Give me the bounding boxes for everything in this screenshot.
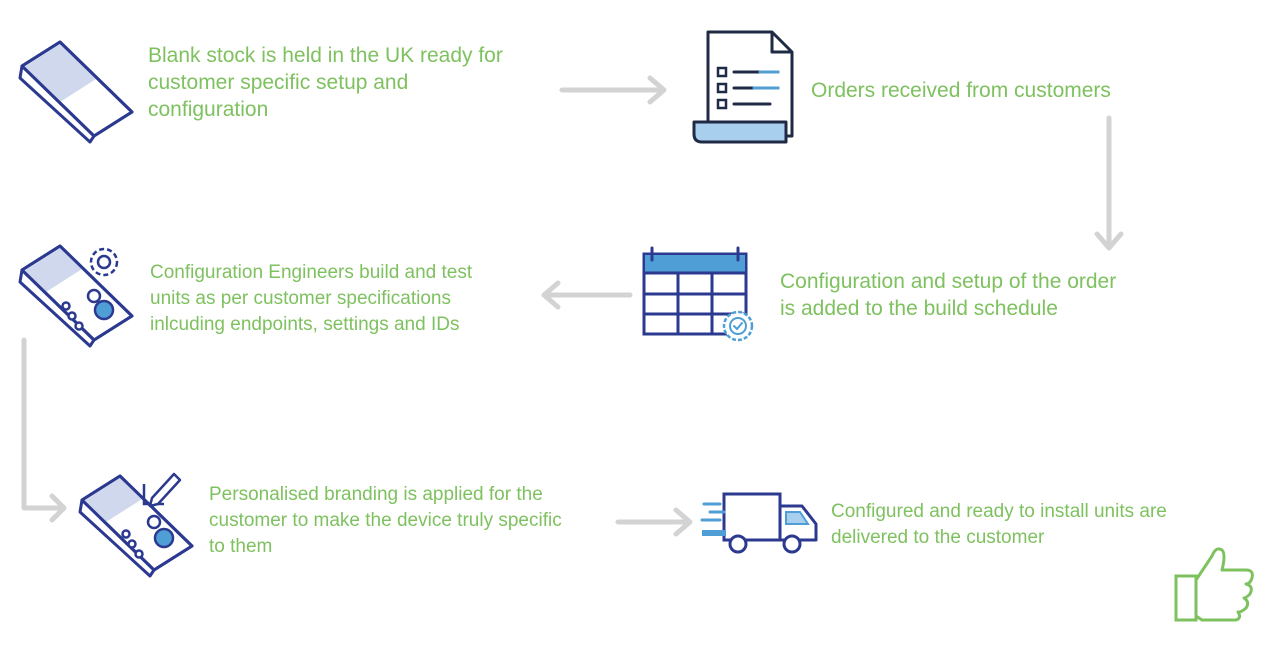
arrow-left — [538, 280, 634, 310]
text-line: to them — [209, 536, 273, 557]
step-engineers-text: Configuration Engineers build and test u… — [150, 260, 472, 338]
text-line: customer to make the device truly specif… — [209, 510, 562, 531]
step-delivered-text: Configured and ready to install units ar… — [831, 499, 1167, 551]
text-line: inlcuding endpoints, settings and IDs — [150, 314, 460, 335]
text-line: Configured and ready to install units ar… — [831, 501, 1167, 522]
config-terminal-gear-icon — [16, 240, 140, 352]
text-line: Personalised branding is applied for the — [209, 484, 543, 505]
text-line: is added to the build schedule — [780, 297, 1058, 320]
order-document-icon — [690, 28, 802, 146]
step-orders-text: Orders received from customers — [811, 77, 1111, 104]
text-line: Configuration Engineers build and test — [150, 262, 473, 283]
text-line: delivered to the customer — [831, 527, 1045, 548]
step-schedule-text: Configuration and setup of the order is … — [780, 268, 1116, 322]
arrow-right — [615, 507, 696, 537]
text-line: customer specific setup and — [148, 71, 409, 94]
step-blank-stock-text: Blank stock is held in the UK ready for … — [148, 42, 503, 123]
arrow-elbow — [14, 337, 70, 524]
text-line: Blank stock is held in the UK ready for — [148, 44, 503, 67]
thumbs-up-icon — [1172, 544, 1258, 624]
text-line: configuration — [148, 98, 269, 121]
text-line: Orders received from customers — [811, 79, 1111, 102]
blank-terminal-icon — [16, 38, 136, 144]
schedule-calendar-icon — [640, 246, 760, 346]
arrow-down — [1094, 115, 1124, 256]
branding-terminal-pencil-icon — [76, 470, 200, 580]
delivery-truck-icon — [700, 490, 820, 560]
text-line: Configuration and setup of the order — [780, 270, 1117, 293]
arrow-right — [559, 75, 670, 105]
step-branding-text: Personalised branding is applied for the… — [209, 482, 562, 560]
text-line: units as per customer specifications — [150, 288, 451, 309]
